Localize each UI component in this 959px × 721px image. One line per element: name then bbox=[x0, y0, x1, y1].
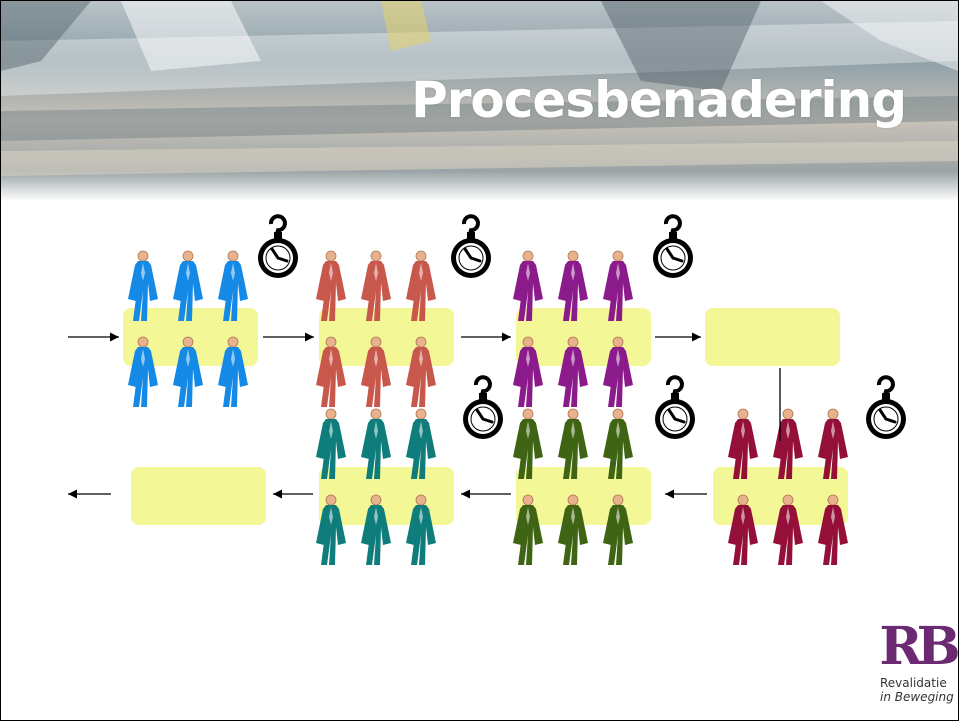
header-banner: Procesbenadering bbox=[1, 1, 958, 201]
person-icon bbox=[558, 494, 588, 565]
people-group-purple bbox=[513, 250, 633, 407]
person-icon bbox=[558, 250, 588, 321]
people-group-maroon bbox=[728, 408, 848, 565]
process-box-8 bbox=[131, 467, 266, 525]
person-icon bbox=[406, 250, 436, 321]
person-icon bbox=[513, 494, 543, 565]
person-icon bbox=[558, 336, 588, 407]
person-icon bbox=[361, 494, 391, 565]
person-icon bbox=[316, 336, 346, 407]
stopwatch-icon bbox=[653, 375, 697, 441]
person-icon bbox=[513, 336, 543, 407]
stopwatch-icon bbox=[864, 375, 908, 441]
person-icon bbox=[173, 336, 203, 407]
person-icon bbox=[361, 336, 391, 407]
people-group-blue bbox=[128, 250, 248, 407]
person-icon bbox=[406, 336, 436, 407]
stopwatch-icon bbox=[651, 214, 695, 280]
person-icon bbox=[603, 250, 633, 321]
person-icon bbox=[728, 494, 758, 565]
person-icon bbox=[406, 408, 436, 479]
header-background-image bbox=[1, 1, 958, 176]
person-icon bbox=[818, 494, 848, 565]
person-icon bbox=[558, 408, 588, 479]
person-icon bbox=[513, 408, 543, 479]
person-icon bbox=[406, 494, 436, 565]
person-icon bbox=[218, 250, 248, 321]
person-icon bbox=[603, 336, 633, 407]
process-box-4 bbox=[705, 308, 840, 366]
person-icon bbox=[603, 408, 633, 479]
slide-title: Procesbenadering bbox=[411, 71, 907, 129]
process-box-1 bbox=[123, 308, 258, 366]
person-icon bbox=[173, 250, 203, 321]
person-icon bbox=[361, 250, 391, 321]
person-icon bbox=[603, 494, 633, 565]
person-icon bbox=[773, 494, 803, 565]
stopwatch-icon bbox=[449, 214, 493, 280]
logo-text-line1: Revalidatie bbox=[880, 676, 947, 690]
stopwatch-icon bbox=[461, 375, 505, 441]
person-icon bbox=[361, 408, 391, 479]
person-icon bbox=[218, 336, 248, 407]
person-icon bbox=[316, 494, 346, 565]
person-icon bbox=[316, 250, 346, 321]
person-icon bbox=[818, 408, 848, 479]
person-icon bbox=[513, 250, 543, 321]
rb-logo: RB Revalidatie in Beweging bbox=[878, 616, 958, 718]
people-group-teal bbox=[316, 408, 436, 565]
people-group-olive bbox=[513, 408, 633, 565]
people-group-red bbox=[316, 250, 436, 407]
stopwatch-icon bbox=[256, 214, 300, 280]
logo-mark: RB bbox=[879, 616, 958, 677]
person-icon bbox=[128, 336, 158, 407]
logo-text-line2: in Beweging bbox=[880, 690, 954, 704]
person-icon bbox=[316, 408, 346, 479]
person-icon bbox=[728, 408, 758, 479]
person-icon bbox=[128, 250, 158, 321]
